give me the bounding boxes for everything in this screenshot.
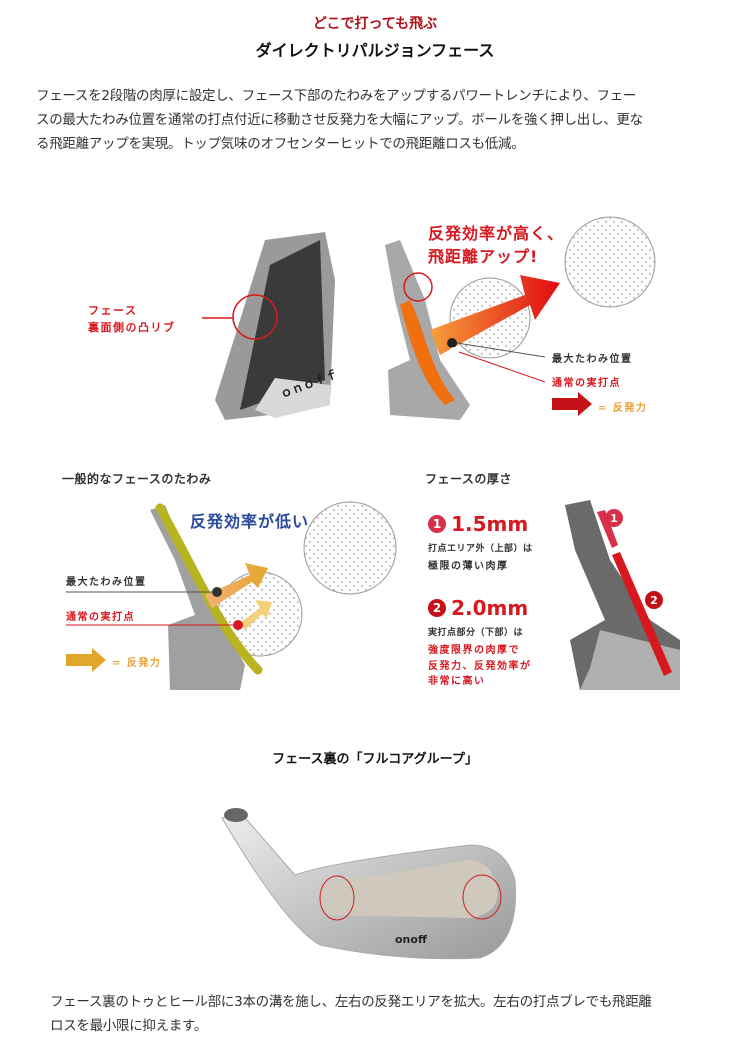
thickness-desc-1b: 極限の薄い肉厚 xyxy=(428,561,509,572)
iron-section-image xyxy=(385,240,470,420)
iron-cutaway-image: ｏｎｏｆｆ xyxy=(215,232,339,420)
rib-highlight-circle xyxy=(232,294,278,340)
groove-line-1: フェース裏のトゥとヒール部に3本の溝を施し、左右の反発エリアを拡大。左右の打点ブ… xyxy=(50,994,652,1010)
golf-ball-icon xyxy=(303,501,397,595)
thickness-value-1: 1.5mm xyxy=(451,512,529,536)
force-arrow xyxy=(430,275,560,355)
low-efficiency-headline: 反発効率が低い xyxy=(190,512,310,531)
max-flex-label: 最大たわみ位置 xyxy=(66,577,147,588)
page-title: ダイレクトリパルジョンフェース xyxy=(255,41,495,60)
marker-1-icon: 1 xyxy=(428,515,446,533)
high-efficiency-headline-2: 飛距離アップ! xyxy=(428,247,539,266)
marker-2-icon: 2 xyxy=(428,599,446,617)
thickness-item-2: 2 2.0mm xyxy=(428,596,528,620)
intro-line-1: フェースを2段階の肉厚に設定し、フェース下部のたわみをアップするパワートレンチに… xyxy=(36,88,637,104)
groove-section-title: フェース裏の「フルコアグループ」 xyxy=(272,752,478,767)
thickness-desc-2b: 強度限界の肉厚で xyxy=(428,645,520,656)
iron-section-image xyxy=(150,505,245,690)
rib-label-line-1: フェース xyxy=(88,304,138,317)
thickness-title: フェースの厚さ xyxy=(425,472,512,486)
legend-arrow xyxy=(552,392,592,416)
svg-text:1: 1 xyxy=(610,512,618,525)
svg-text:2: 2 xyxy=(650,594,658,607)
max-flex-label: 最大たわみ位置 xyxy=(552,354,633,365)
force-legend-label: = 反発力 xyxy=(598,403,648,414)
general-face-title: 一般的なフェースのたわみ xyxy=(62,472,212,486)
force-legend-label: = 反発力 xyxy=(112,658,162,669)
thickness-desc-1a: 打点エリア外（上部）は xyxy=(428,544,533,554)
groove-line-2: ロスを最小限に抑えます。 xyxy=(50,1018,208,1034)
legend-arrow xyxy=(66,648,106,672)
thickness-desc-2c: 反発力、反発効率が xyxy=(428,661,532,672)
thickness-item-1: 1 1.5mm xyxy=(428,512,528,536)
golf-ball-icon xyxy=(564,216,656,308)
marker-1-icon xyxy=(605,509,623,527)
normal-hit-label: 通常の実打点 xyxy=(552,378,621,389)
high-efficiency-headline-1: 反発効率が高く、 xyxy=(428,224,565,243)
thickness-desc-2a: 実打点部分（下部）は xyxy=(428,628,524,638)
iron-back-image: onoff xyxy=(221,808,517,960)
thickness-value-2: 2.0mm xyxy=(451,596,529,620)
intro-line-2: スの最大たわみ位置を通常の打点付近に移動させ反発力を大幅にアップ。ボールを強く押… xyxy=(36,112,643,128)
intro-line-3: る飛距離アップを実現。トップ気味のオフセンターヒットでの飛距離ロスも低減。 xyxy=(36,136,525,152)
thickness-desc-2d: 非常に高い xyxy=(428,676,486,687)
tagline: どこで打っても飛ぶ xyxy=(312,16,438,32)
head-marking: onoff xyxy=(395,933,427,946)
rib-label-line-2: 裏面側の凸リブ xyxy=(88,321,176,334)
normal-hit-label: 通常の実打点 xyxy=(66,612,135,623)
marker-2-icon xyxy=(645,591,663,609)
